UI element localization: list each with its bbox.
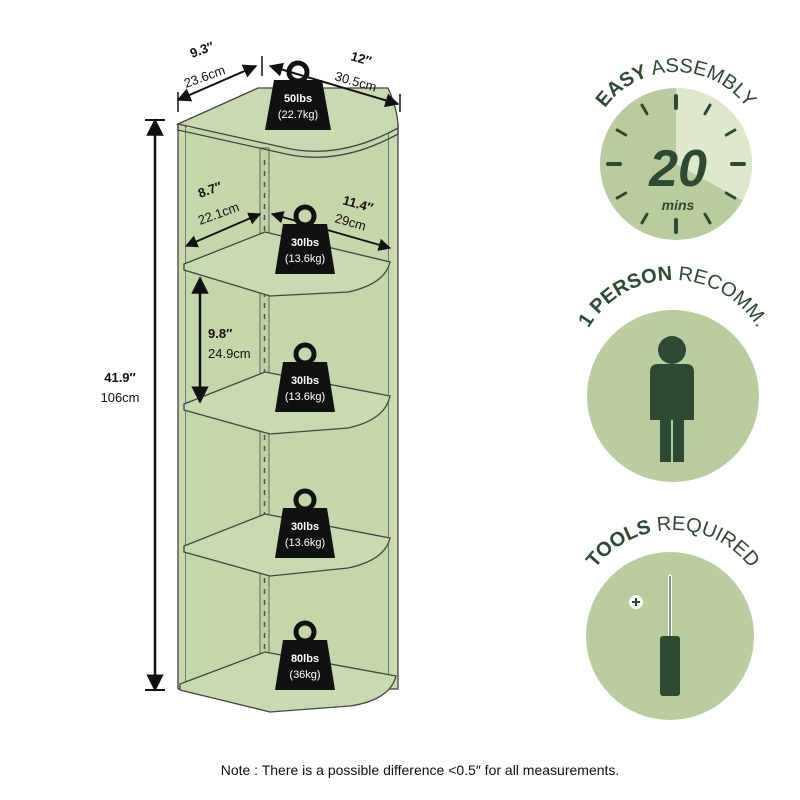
weight-shelf-1: 30lbs (13.6kg) xyxy=(275,204,335,274)
weight-bottom-lbs: 80lbs xyxy=(291,653,319,665)
weight-shelf-2-kg: (13.6kg) xyxy=(285,391,325,403)
weight-shelf-1-lbs: 30lbs xyxy=(291,237,319,249)
weight-bottom: 80lbs (36kg) xyxy=(275,620,335,690)
clock-tick xyxy=(724,128,737,137)
weight-bottom-kg: (36kg) xyxy=(289,669,320,681)
spacing-cm: 24.9cm xyxy=(208,346,251,361)
assembly-badge: 20 mins EASY ASSEMBLY xyxy=(592,55,760,240)
clock-tick xyxy=(703,103,712,116)
assembly-minutes: 20 xyxy=(648,140,707,198)
clock-ticks xyxy=(606,94,746,234)
weight-top: 50lbs (22.7kg) xyxy=(265,60,331,130)
clock-tick xyxy=(724,191,737,200)
clock-tick xyxy=(615,191,628,200)
measurement-note: Note : There is a possible difference <0… xyxy=(220,762,620,778)
weight-shelf-2-lbs: 30lbs xyxy=(291,375,319,387)
clock-tick xyxy=(615,128,628,137)
weight-shelf-3: 30lbs (13.6kg) xyxy=(275,488,335,558)
top-width-inches: 12″ xyxy=(349,48,373,68)
spacing-dimension: 9.8″ 24.9cm xyxy=(191,276,251,404)
weight-shelf-1-kg: (13.6kg) xyxy=(285,253,325,265)
height-cm: 106cm xyxy=(100,390,139,405)
right-side-panel xyxy=(387,123,399,690)
tools-badge: TOOLS REQUIRED xyxy=(582,513,764,720)
screwdriver-icon xyxy=(629,574,680,696)
weight-top-kg: (22.7kg) xyxy=(278,109,318,121)
assembly-time-fill xyxy=(676,88,753,201)
clock-tick xyxy=(703,212,712,225)
height-inches: 41.9″ xyxy=(104,370,136,385)
top-depth-cm: 23.6cm xyxy=(182,62,227,91)
top-depth-inches: 9.3″ xyxy=(188,38,216,60)
clock-tick xyxy=(640,103,649,116)
clock-tick xyxy=(640,212,649,225)
weight-shelf-3-kg: (13.6kg) xyxy=(285,537,325,549)
person-icon xyxy=(650,336,694,462)
weight-top-lbs: 50lbs xyxy=(284,93,312,105)
weight-shelf-2: 30lbs (13.6kg) xyxy=(275,342,335,412)
person-badge: 1 PERSON RECOMM. xyxy=(574,263,772,482)
weight-shelf-3-lbs: 30lbs xyxy=(291,521,319,533)
assembly-unit: mins xyxy=(662,197,695,213)
height-dimension: 41.9″ 106cm xyxy=(100,118,165,692)
spacing-inches: 9.8″ xyxy=(208,326,232,341)
